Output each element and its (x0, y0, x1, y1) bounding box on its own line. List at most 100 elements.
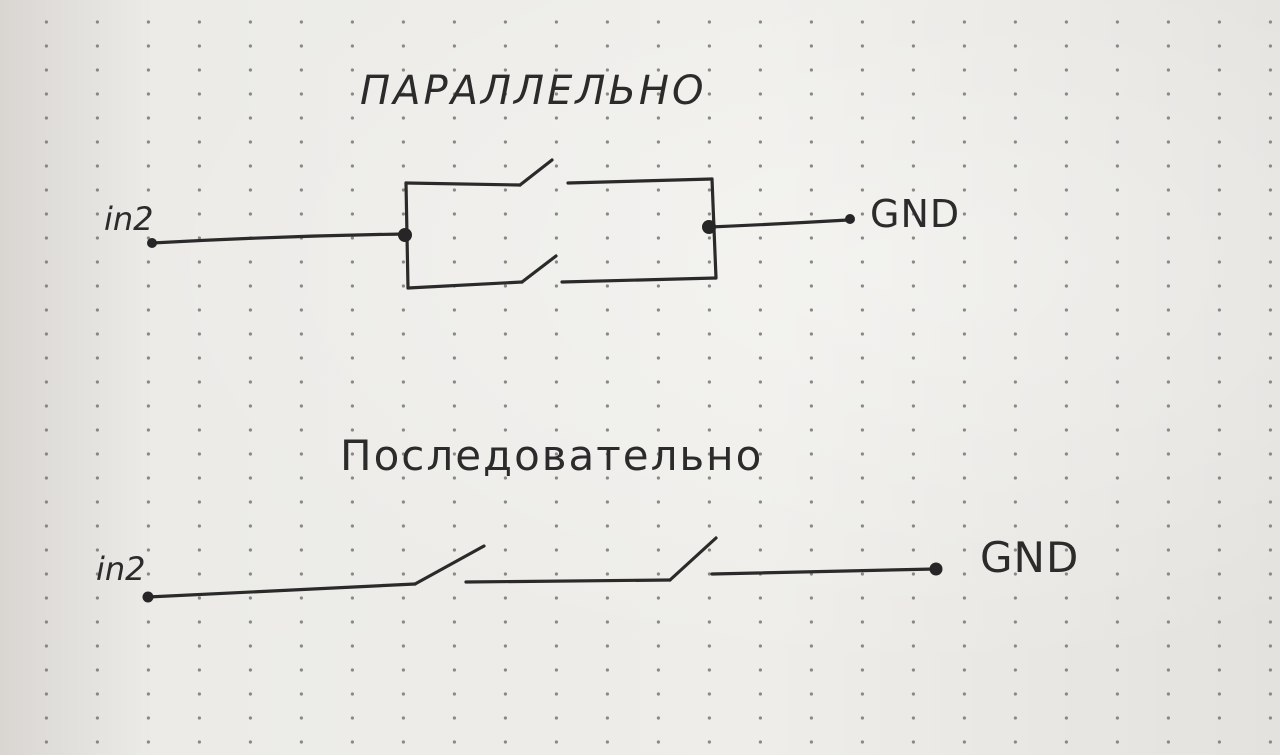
grid-dot (656, 572, 661, 576)
grid-dot (1013, 140, 1018, 144)
grid-dot (962, 524, 967, 528)
grid-dot (1064, 116, 1068, 120)
grid-dot (1115, 740, 1119, 744)
grid-dot (911, 92, 916, 96)
grid-dot (1166, 68, 1170, 72)
grid-dot (401, 596, 405, 600)
grid-dot (1013, 212, 1018, 216)
grid-dot (248, 20, 252, 24)
grid-dot (1115, 668, 1119, 672)
grid-dot (299, 92, 303, 96)
grid-dot (554, 284, 559, 288)
grid-dot (656, 548, 661, 552)
parallel-title: ПАРАЛЛЕЛЬНО (360, 68, 706, 114)
grid-dot (248, 668, 252, 672)
grid-dot (503, 620, 507, 624)
grid-dot (1115, 596, 1119, 600)
parallel-section: ПАРАЛЛЕЛЬНО in2 GND (104, 68, 959, 290)
grid-dot (809, 188, 814, 192)
grid-dot (1013, 644, 1018, 648)
grid-dot (911, 404, 916, 408)
grid-dot (1268, 236, 1272, 240)
grid-dot (452, 500, 456, 504)
grid-dot (95, 572, 99, 576)
grid-dot (146, 476, 150, 480)
grid-dot (452, 44, 456, 48)
grid-dot (401, 212, 405, 216)
grid-dot (707, 236, 712, 240)
grid-dot (554, 476, 559, 480)
grid-dot (1013, 524, 1018, 528)
grid-dot (962, 404, 967, 408)
grid-dot (962, 44, 967, 48)
grid-dot (1064, 428, 1068, 432)
grid-dot (248, 596, 252, 600)
grid-dot (146, 44, 150, 48)
grid-dot (503, 692, 507, 696)
grid-dot (809, 236, 814, 240)
grid-dot (503, 452, 507, 456)
grid-dot (605, 620, 610, 624)
grid-dot (350, 260, 354, 264)
grid-dot (860, 716, 865, 720)
grid-dot (605, 92, 610, 96)
grid-dot (44, 644, 49, 648)
grid-dot (95, 68, 99, 72)
grid-dot (350, 236, 354, 240)
grid-dot (707, 284, 712, 288)
grid-dot (1115, 188, 1119, 192)
bottom-branch-wire-right (560, 276, 718, 284)
grid-dot (1217, 188, 1221, 192)
grid-dot (1115, 476, 1119, 480)
grid-dot (860, 380, 865, 384)
grid-dot (656, 452, 661, 456)
grid-dot (503, 356, 507, 360)
grid-dot (401, 68, 405, 72)
grid-dot (1013, 572, 1018, 576)
grid-dot (401, 284, 405, 288)
grid-dot (860, 476, 865, 480)
grid-dot (911, 332, 916, 336)
grid-dot (1115, 140, 1119, 144)
grid-dot (146, 380, 150, 384)
grid-dot (350, 308, 354, 312)
grid-dot (299, 260, 303, 264)
grid-dot (350, 620, 354, 624)
grid-dot (350, 500, 354, 504)
grid-dot (197, 92, 201, 96)
grid-dot (197, 188, 201, 192)
grid-dot (1115, 164, 1119, 168)
grid-dot (860, 212, 865, 216)
grid-dot (758, 284, 763, 288)
grid-dot (911, 164, 916, 168)
grid-dot (1115, 716, 1119, 720)
grid-dot (656, 68, 661, 72)
grid-dot (350, 380, 354, 384)
grid-dot (1115, 404, 1119, 408)
grid-dot (656, 188, 661, 192)
parallel-output-wire (708, 218, 850, 229)
grid-dot (1013, 476, 1018, 480)
grid-dot (860, 692, 865, 696)
grid-dot (452, 668, 456, 672)
grid-dot (809, 668, 814, 672)
grid-dot (962, 596, 967, 600)
grid-dot (248, 68, 252, 72)
grid-dot (758, 332, 763, 336)
grid-dot (1166, 140, 1170, 144)
grid-dot (962, 236, 967, 240)
grid-dot (401, 164, 405, 168)
grid-dot (452, 524, 456, 528)
grid-dot (707, 140, 712, 144)
grid-dot (401, 332, 405, 336)
top-switch-blade (518, 158, 554, 187)
grid-dot (1013, 548, 1018, 552)
grid-dot (860, 356, 865, 360)
grid-dot (452, 260, 456, 264)
grid-dot (1013, 164, 1018, 168)
grid-dot (911, 68, 916, 72)
grid-dot (44, 500, 49, 504)
grid-dot (248, 404, 252, 408)
grid-dot (1217, 212, 1221, 216)
grid-dot (299, 140, 303, 144)
